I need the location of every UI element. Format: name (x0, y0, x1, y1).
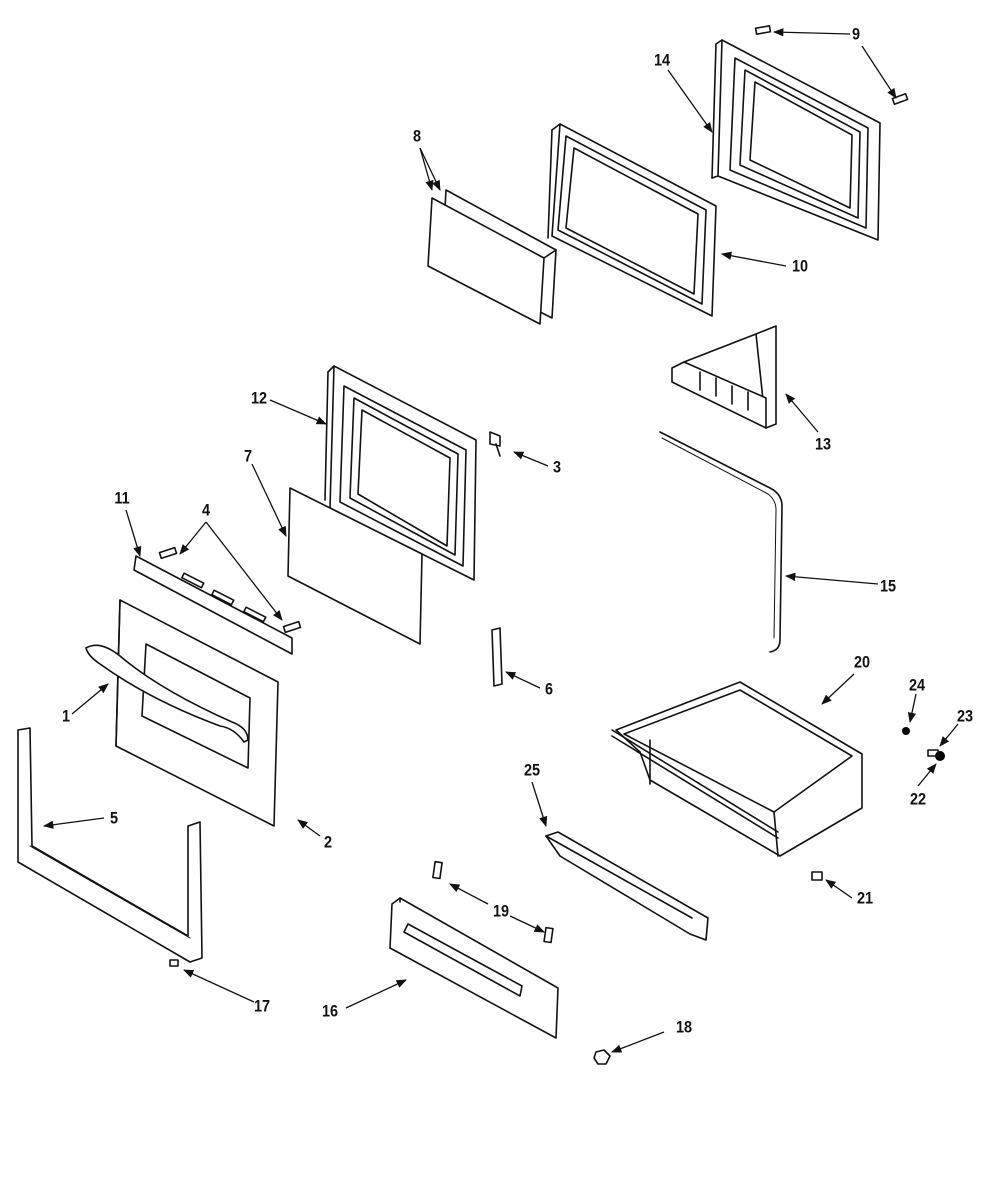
part-drawer-pan (611, 681, 863, 857)
callout-1: 1 (61, 706, 71, 726)
callout-5: 5 (109, 808, 119, 828)
callout-24: 24 (908, 675, 926, 695)
part-door-handle (85, 644, 249, 743)
callout-18: 18 (675, 1017, 693, 1037)
part-roller-hardware (902, 727, 945, 761)
callout-21: 21 (856, 888, 874, 908)
part-drawer-rail (545, 831, 709, 941)
callout-13: 13 (814, 434, 832, 454)
part-outer-door-panel (711, 39, 881, 241)
leader-lines (42, 28, 959, 1053)
callout-14: 14 (653, 50, 671, 70)
callout-22: 22 (909, 789, 927, 809)
callout-20: 20 (853, 652, 871, 672)
callout-11: 11 (114, 488, 130, 508)
callout-15: 15 (879, 576, 897, 596)
callout-2: 2 (323, 832, 333, 852)
part-nut-18 (593, 1049, 611, 1065)
part-vent-trim (133, 555, 293, 655)
callout-8: 8 (412, 126, 422, 146)
part-screws-19 (432, 860, 554, 944)
callout-10: 10 (791, 256, 809, 276)
part-clip-21 (811, 871, 823, 881)
part-glass-panels (427, 189, 557, 325)
callout-12: 12 (250, 388, 268, 408)
part-drawer-front (389, 897, 559, 1039)
callout-6: 6 (544, 679, 554, 699)
callout-19: 19 (492, 901, 510, 921)
callout-16: 16 (321, 1001, 339, 1021)
callout-7: 7 (243, 446, 253, 466)
part-bracket-3 (489, 431, 501, 457)
part-door-gasket (659, 431, 783, 653)
part-oven-glass (287, 487, 423, 645)
callout-25: 25 (523, 760, 541, 780)
part-clip-17 (169, 959, 179, 967)
callout-3: 3 (552, 457, 562, 477)
callout-9: 9 (851, 24, 861, 44)
part-screws-9 (754, 25, 909, 106)
callout-23: 23 (956, 706, 974, 726)
callout-17: 17 (253, 996, 271, 1016)
part-hinge (491, 627, 503, 687)
part-door-frame (547, 123, 717, 317)
part-screws-4 (158, 546, 302, 634)
part-inner-door-panel (324, 365, 477, 581)
callout-4: 4 (201, 500, 211, 520)
part-drawer-side-frame (17, 727, 203, 963)
part-insulation-13 (671, 325, 777, 429)
